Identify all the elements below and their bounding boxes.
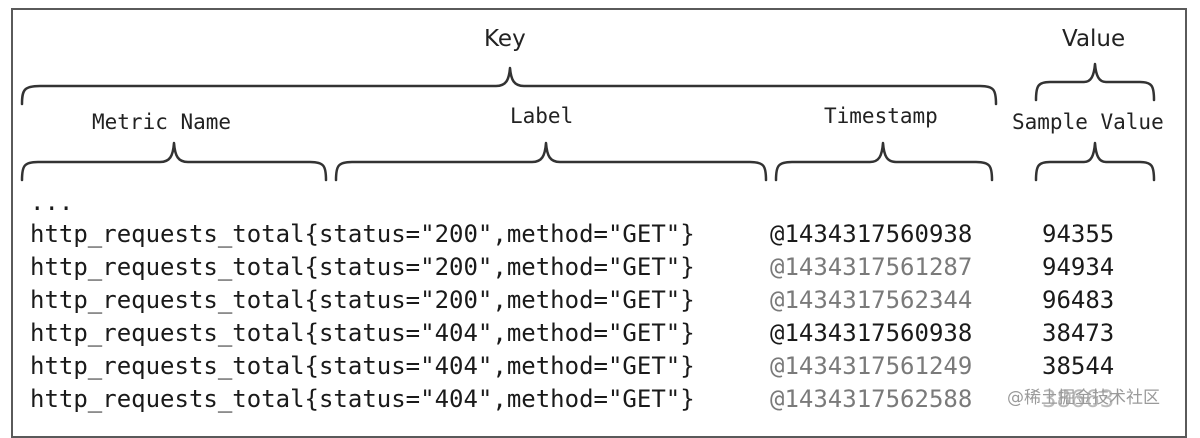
key-brace [20, 66, 998, 106]
metric-text: http_requests_total{status="200",method=… [30, 286, 695, 314]
timestamp-text: @1434317562344 [770, 286, 973, 314]
timestamp-text: @1434317561249 [770, 352, 973, 380]
metric-text: http_requests_total{status="200",method=… [30, 253, 695, 281]
sample-row: http_requests_total{status="404",method=… [0, 385, 1200, 419]
metric-text: http_requests_total{status="200",method=… [30, 220, 695, 248]
sample-value-text: 96483 [1042, 286, 1115, 314]
sample-row: http_requests_total{status="404",method=… [0, 319, 1200, 353]
sample-value-label: Sample Value [1012, 110, 1164, 134]
metric-name-label: Metric Name [92, 110, 232, 134]
metric-text: http_requests_total{status="404",method=… [30, 385, 695, 413]
sample-value-text: 38544 [1042, 352, 1115, 380]
value-label: Value [1062, 26, 1126, 52]
timestamp-label: Timestamp [824, 104, 938, 128]
sample-value-text: 38473 [1042, 319, 1115, 347]
label-label: Label [510, 104, 574, 128]
sample-row: http_requests_total{status="404",method=… [0, 352, 1200, 386]
watermark: @稀土掘金技术社区 [1003, 383, 1164, 408]
timestamp-brace [774, 141, 994, 182]
sample-value-text: 94934 [1042, 253, 1115, 281]
metric-text: http_requests_total{status="404",method=… [30, 352, 695, 380]
value-brace [1034, 62, 1156, 102]
timestamp-text: @1434317560938 [770, 319, 973, 347]
sample-row: http_requests_total{status="200",method=… [0, 286, 1200, 320]
sample-row: http_requests_total{status="200",method=… [0, 253, 1200, 287]
timestamp-text: @1434317562588 [770, 385, 973, 413]
brace-lines [20, 62, 1156, 182]
sample-value-text: 94355 [1042, 220, 1115, 248]
sample-value-brace [1034, 141, 1156, 182]
ellipsis: ... [30, 188, 74, 216]
timestamp-text: @1434317561287 [770, 253, 973, 281]
key-label: Key [484, 26, 526, 52]
metric-text: http_requests_total{status="404",method=… [30, 319, 695, 347]
metric-name-brace [20, 141, 328, 182]
timestamp-text: @1434317560938 [770, 220, 973, 248]
label-brace [334, 141, 768, 182]
sample-row: http_requests_total{status="200",method=… [0, 220, 1200, 254]
diagram-frame [11, 8, 1187, 438]
